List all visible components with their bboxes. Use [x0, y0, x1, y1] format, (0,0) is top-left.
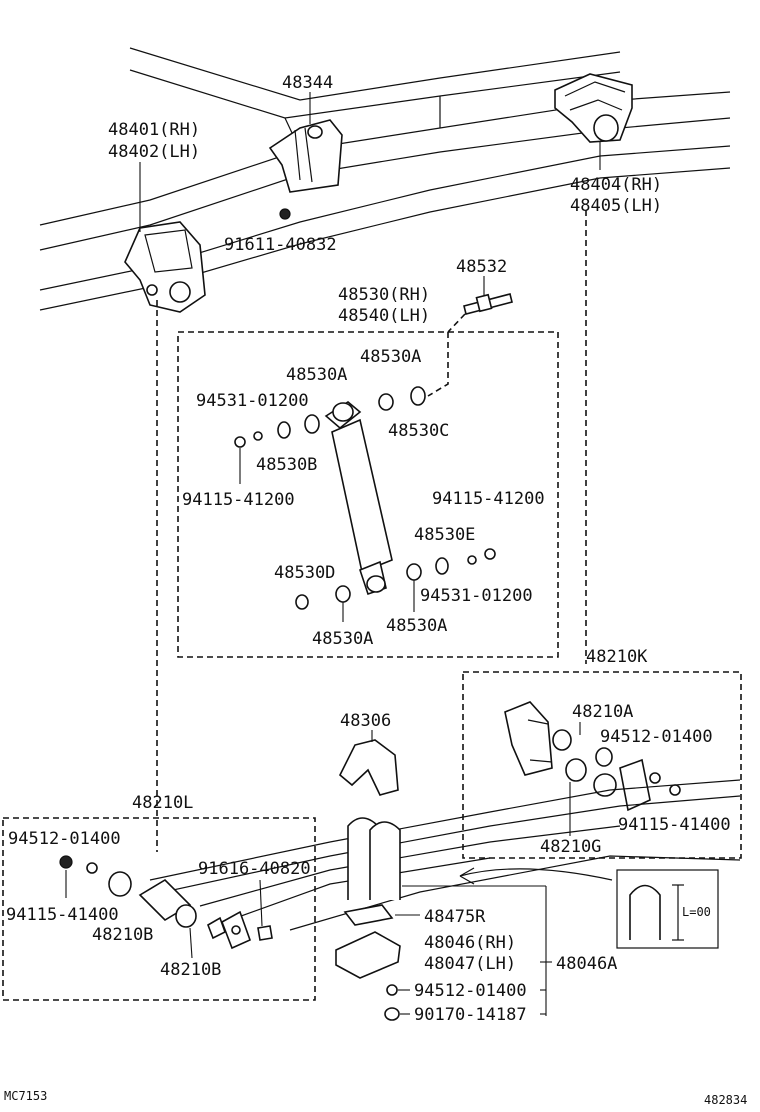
shock-absorber	[324, 401, 393, 596]
label-48532: 48532	[456, 257, 507, 277]
shock-group-box	[177, 331, 559, 658]
spring-seat-48306	[339, 739, 399, 796]
diagram-code-left: MC7153	[4, 1089, 47, 1103]
bracket-48344	[268, 119, 343, 220]
label-48530A-lower: 48530A	[386, 616, 447, 636]
label-90170: 90170-14187	[414, 1005, 527, 1025]
label-94115-41200-left: 94115-41200	[182, 490, 295, 510]
label-48530D: 48530D	[274, 563, 335, 583]
label-48530A-top: 48530A	[360, 347, 421, 367]
label-48530B: 48530B	[256, 455, 317, 475]
label-48210L: 48210L	[132, 793, 193, 813]
label-48402: 48402(LH)	[108, 142, 200, 162]
label-94115-41200-right: 94115-41200	[432, 489, 545, 509]
label-inset-length: L=00	[682, 905, 711, 919]
diagram-code-right: 482834	[704, 1093, 747, 1107]
label-94531-lower: 94531-01200	[420, 586, 533, 606]
label-91611: 91611-40832	[224, 235, 337, 255]
label-94512-01400-bottom: 94512-01400	[414, 981, 527, 1001]
label-48530A-left: 48530A	[286, 365, 347, 385]
u-bolt-inset	[616, 869, 719, 949]
label-48530C: 48530C	[388, 421, 449, 441]
hanger-kit-box	[2, 817, 316, 1001]
label-48210A: 48210A	[572, 702, 633, 722]
label-48306: 48306	[340, 711, 391, 731]
stud-48532	[463, 293, 513, 315]
label-48405: 48405(LH)	[570, 196, 662, 216]
label-94115-41400-left: 94115-41400	[6, 905, 119, 925]
label-48210G: 48210G	[540, 837, 601, 857]
label-91616: 91616-40820	[198, 859, 311, 879]
shock-hardware	[234, 386, 496, 610]
label-94115-41400-right: 94115-41400	[618, 815, 731, 835]
label-48046: 48046(RH)	[424, 933, 516, 953]
label-48530A-bottom: 48530A	[312, 629, 373, 649]
label-48210B-left: 48210B	[92, 925, 153, 945]
bracket-48404	[554, 73, 633, 143]
label-48047: 48047(LH)	[424, 954, 516, 974]
label-94531-upper: 94531-01200	[196, 391, 309, 411]
label-48401: 48401(RH)	[108, 120, 200, 140]
label-94512-01400-right: 94512-01400	[600, 727, 713, 747]
label-48210K: 48210K	[586, 647, 648, 667]
label-48344: 48344	[282, 73, 333, 93]
seat-plates	[335, 904, 401, 1021]
label-48530E: 48530E	[414, 525, 475, 545]
hanger-kit-parts	[59, 855, 273, 950]
label-48210B-bottom: 48210B	[160, 960, 221, 980]
label-48530: 48530(RH)	[338, 285, 430, 305]
leader-shock-stud	[427, 332, 449, 397]
shackle-parts	[504, 701, 681, 812]
u-bolts	[347, 817, 401, 900]
label-94512-01400-left: 94512-01400	[8, 829, 121, 849]
label-48475R: 48475R	[424, 907, 486, 927]
label-48046A: 48046A	[556, 954, 617, 974]
label-48540: 48540(LH)	[338, 306, 430, 326]
label-48404: 48404(RH)	[570, 175, 662, 195]
hanger-48401	[124, 221, 206, 313]
